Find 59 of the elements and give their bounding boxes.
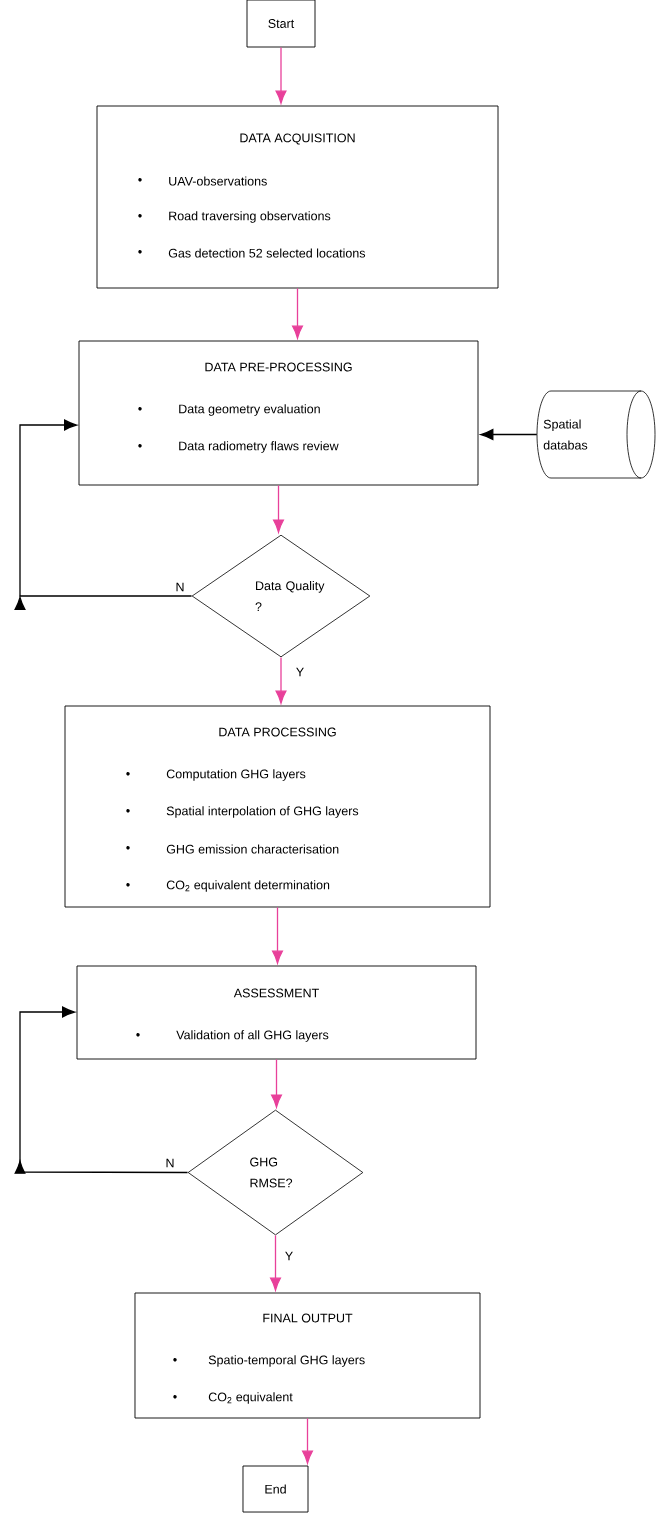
arrow	[275, 656, 287, 704]
bullet-item: • Spatio-temporal GHG layers	[173, 1355, 365, 1367]
arrow	[302, 1417, 313, 1464]
process-box	[96, 105, 499, 289]
process-box	[76, 965, 477, 1060]
bullet-item: • CO$_{2}$ equivalent determination	[126, 880, 330, 892]
node-label: •	[173, 1358, 177, 1362]
node-label: Spatial databas	[543, 419, 588, 450]
terminal-box: End	[242, 1465, 309, 1513]
box-heading: FINAL OUTPUT	[263, 1313, 353, 1323]
edge-label: N	[174, 581, 186, 593]
terminal-box: Start	[246, 0, 316, 48]
node-label: Data geometry evaluation	[179, 404, 320, 416]
process-box	[134, 1292, 481, 1419]
node-label: Spatial interpolation of GHG layers	[166, 806, 359, 818]
edge-label: Y	[294, 666, 306, 678]
node-label: Computation GHG layers	[166, 769, 306, 781]
process-box	[64, 705, 491, 908]
database-cylinder: Spatial databas	[536, 390, 656, 479]
node-label: •	[126, 846, 130, 850]
node-label: Data radiometry flaws review	[179, 441, 339, 453]
box-heading: DATA PROCESSING	[219, 727, 336, 737]
arrow	[273, 484, 284, 533]
node-label: GHG emission characterisation	[166, 844, 339, 854]
bullet-item: • CO$_{2}$ equivalent	[173, 1392, 293, 1404]
bullet-item: • Validation of all GHG layers	[136, 1030, 329, 1042]
box-heading: DATA PRE-PROCESSING	[205, 362, 352, 372]
arrow	[271, 1058, 282, 1108]
edge-label: N	[164, 1157, 176, 1169]
arrow	[292, 287, 303, 339]
node-label: •	[173, 1395, 177, 1399]
node-label: •	[126, 883, 130, 887]
arrow	[14, 1006, 189, 1174]
node-label: •	[126, 772, 130, 776]
node-label: •	[138, 407, 142, 411]
arrow	[275, 46, 287, 104]
node-label: CO$_{2}$ equivalent determination	[166, 880, 330, 892]
arrow	[272, 906, 283, 964]
arrow	[14, 419, 193, 610]
process-box	[78, 340, 479, 486]
bullet-item: • Spatial interpolation of GHG layers	[126, 806, 359, 818]
node-label: CO$_{2}$ equivalent	[208, 1392, 293, 1404]
bullet-item: • Computation GHG layers	[126, 769, 306, 781]
bullet-item: • UAV-observations	[138, 176, 267, 186]
box-heading: ASSESSMENT	[233, 988, 319, 998]
bullet-item: • Road traversing observations	[138, 211, 331, 223]
bullet-item: • GHG emission characterisation	[126, 844, 339, 854]
bullet-item: • Gas detection 52 selected locations	[138, 248, 366, 258]
arrow	[270, 1234, 281, 1291]
bullet-item: • Data radiometry flaws review	[138, 441, 339, 453]
bullet-item: • Data geometry evaluation	[138, 404, 320, 416]
node-label: •	[138, 444, 142, 448]
box-heading: DATA ACQUISITION	[240, 133, 355, 145]
node-label: •	[126, 809, 130, 813]
node-label: Spatio-temporal GHG layers	[208, 1355, 365, 1367]
arrow	[480, 429, 538, 440]
edge-label: Y	[283, 1250, 295, 1262]
node-label: Validation of all GHG layers	[176, 1030, 329, 1042]
node-label: •	[136, 1033, 140, 1037]
